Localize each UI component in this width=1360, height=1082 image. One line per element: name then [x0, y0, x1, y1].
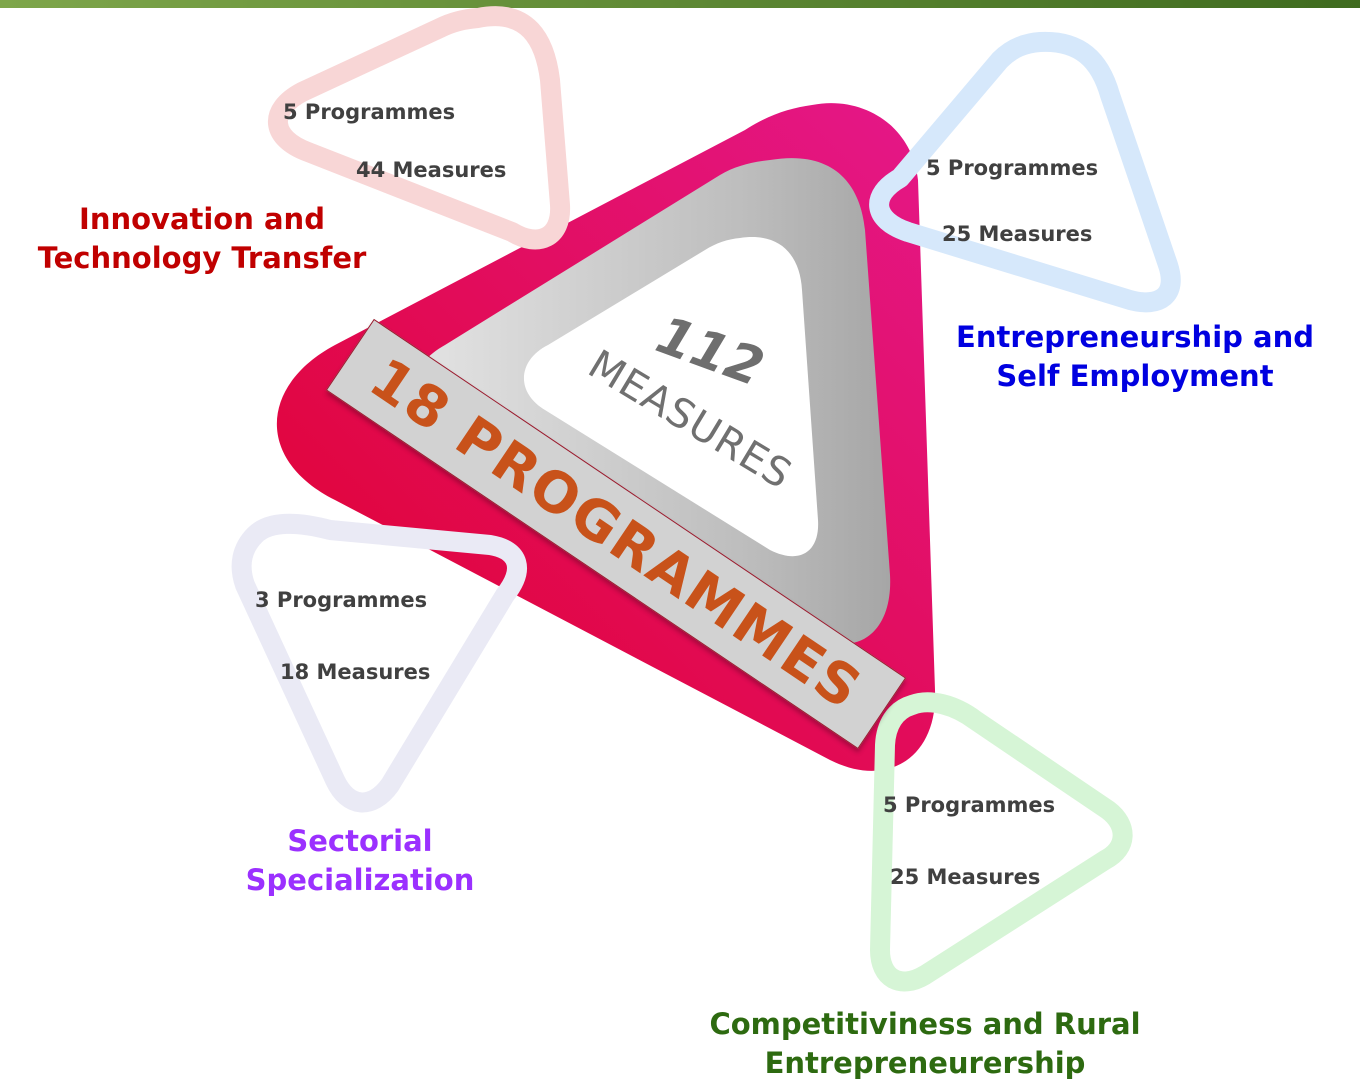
entrepreneurship-measures-count: 25 Measures — [942, 222, 1093, 246]
sectorial-programmes-count: 3 Programmes — [255, 588, 428, 612]
innovation-measures-count: 44 Measures — [356, 158, 507, 182]
competitiveness-title-line1: Competitiviness and Rural — [709, 1007, 1141, 1041]
sectorial-outline-triangle — [231, 513, 527, 813]
innovation-title-line1: Innovation and — [79, 202, 325, 236]
innovation-programmes-count: 5 Programmes — [283, 100, 456, 124]
sectorial-title: Sectorial Specialization — [225, 822, 495, 900]
sectorial-title-line2: Specialization — [245, 863, 475, 897]
competitiveness-measures-count: 25 Measures — [890, 865, 1041, 889]
innovation-outline-triangle — [267, 6, 571, 250]
entrepreneurship-title: Entrepreneurship and Self Employment — [915, 318, 1355, 396]
top-accent-bar — [0, 0, 1360, 8]
entrepreneurship-outline-triangle — [869, 31, 1181, 313]
competitiveness-title-line2: Entrepreneurership — [764, 1046, 1086, 1080]
inner-white-shape — [523, 237, 819, 557]
innovation-title-line2: Technology Transfer — [37, 241, 367, 275]
sectorial-measures-count: 18 Measures — [280, 660, 431, 684]
entrepreneurship-programmes-count: 5 Programmes — [926, 156, 1099, 180]
entrepreneurship-title-line2: Self Employment — [996, 359, 1274, 393]
entrepreneurship-title-line1: Entrepreneurship and — [956, 320, 1314, 354]
innovation-title: Innovation and Technology Transfer — [18, 200, 386, 278]
sectorial-title-line1: Sectorial — [287, 824, 433, 858]
competitiveness-programmes-count: 5 Programmes — [883, 793, 1056, 817]
competitiveness-title: Competitiviness and Rural Entrepreneurer… — [665, 1005, 1185, 1082]
competitiveness-outline-triangle — [870, 692, 1133, 992]
